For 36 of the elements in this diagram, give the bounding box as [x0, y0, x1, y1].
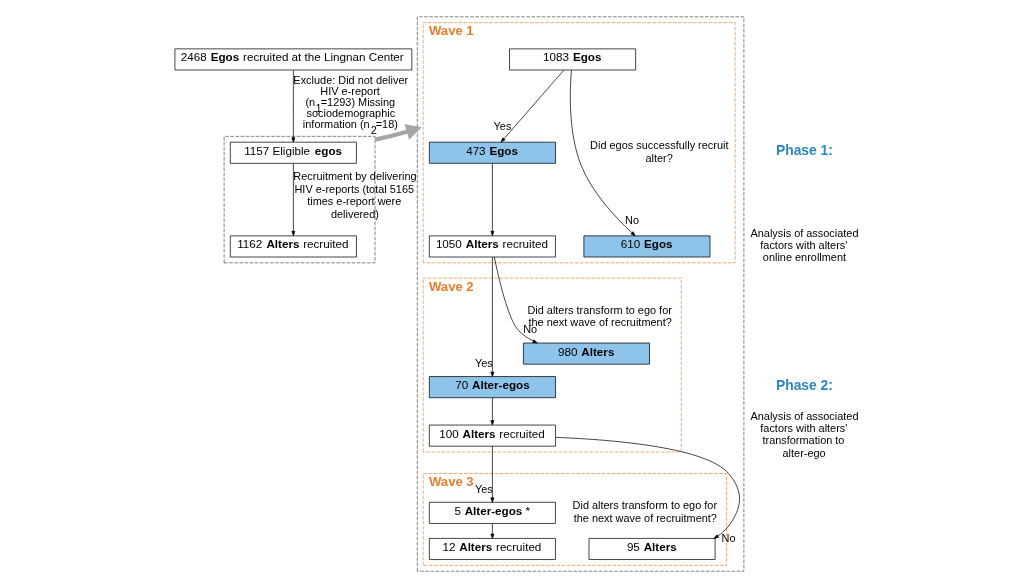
arrow: [490, 397, 494, 426]
node-box: 2468 Egos recruited at the Lingnan Center: [174, 48, 412, 71]
edge-label: Yes: [493, 120, 511, 133]
node-box: 12 Alters recruited: [428, 538, 556, 560]
arrow: [291, 163, 295, 236]
edge-label: Recruitment by delivering HIV e-reports (total 5165 times e-report were delivered): [292, 170, 417, 220]
edge-label: No: [624, 214, 639, 227]
node-box: 1157 Eligible egos: [229, 141, 357, 164]
node-box: 1083 Egos: [508, 48, 636, 71]
arrow: [490, 445, 494, 503]
label: Analysis of associated factors with alters' transformation to alter-ego: [749, 409, 859, 459]
label: Analysis of associated factors with alters' online enrollment: [749, 226, 859, 264]
label: Did egos successfully recruit alter?: [589, 139, 728, 164]
arrow: [490, 256, 494, 377]
label: Phase 2:: [775, 376, 833, 393]
edge-label: No: [721, 531, 736, 544]
node-box: 100 Alters recruited: [428, 424, 556, 447]
arrow: [500, 70, 564, 143]
cluster: [416, 16, 744, 572]
label: Phase 1:: [775, 142, 833, 159]
node-box: 1162 Alters recruited: [229, 235, 357, 258]
node-box: 70 Alter-egos: [428, 376, 556, 399]
label: Did alters transform to ego for the next wave of recruitment?: [572, 499, 717, 524]
arrow: [569, 69, 636, 237]
node-box: 5 Alter-egos*: [428, 501, 556, 524]
node-box: 95 Alters: [588, 538, 715, 560]
arrow: [291, 70, 295, 143]
node-box: 473 Egos: [428, 141, 556, 164]
arrow: [554, 437, 740, 539]
node-box: 980 Alters: [522, 342, 650, 365]
arrow: [374, 123, 422, 142]
node-box: 1050 Alters recruited: [428, 235, 556, 258]
arrow: [490, 163, 494, 236]
arrow: [493, 256, 538, 344]
arrow: [490, 523, 494, 539]
node-box: 610 Egos: [583, 235, 710, 258]
